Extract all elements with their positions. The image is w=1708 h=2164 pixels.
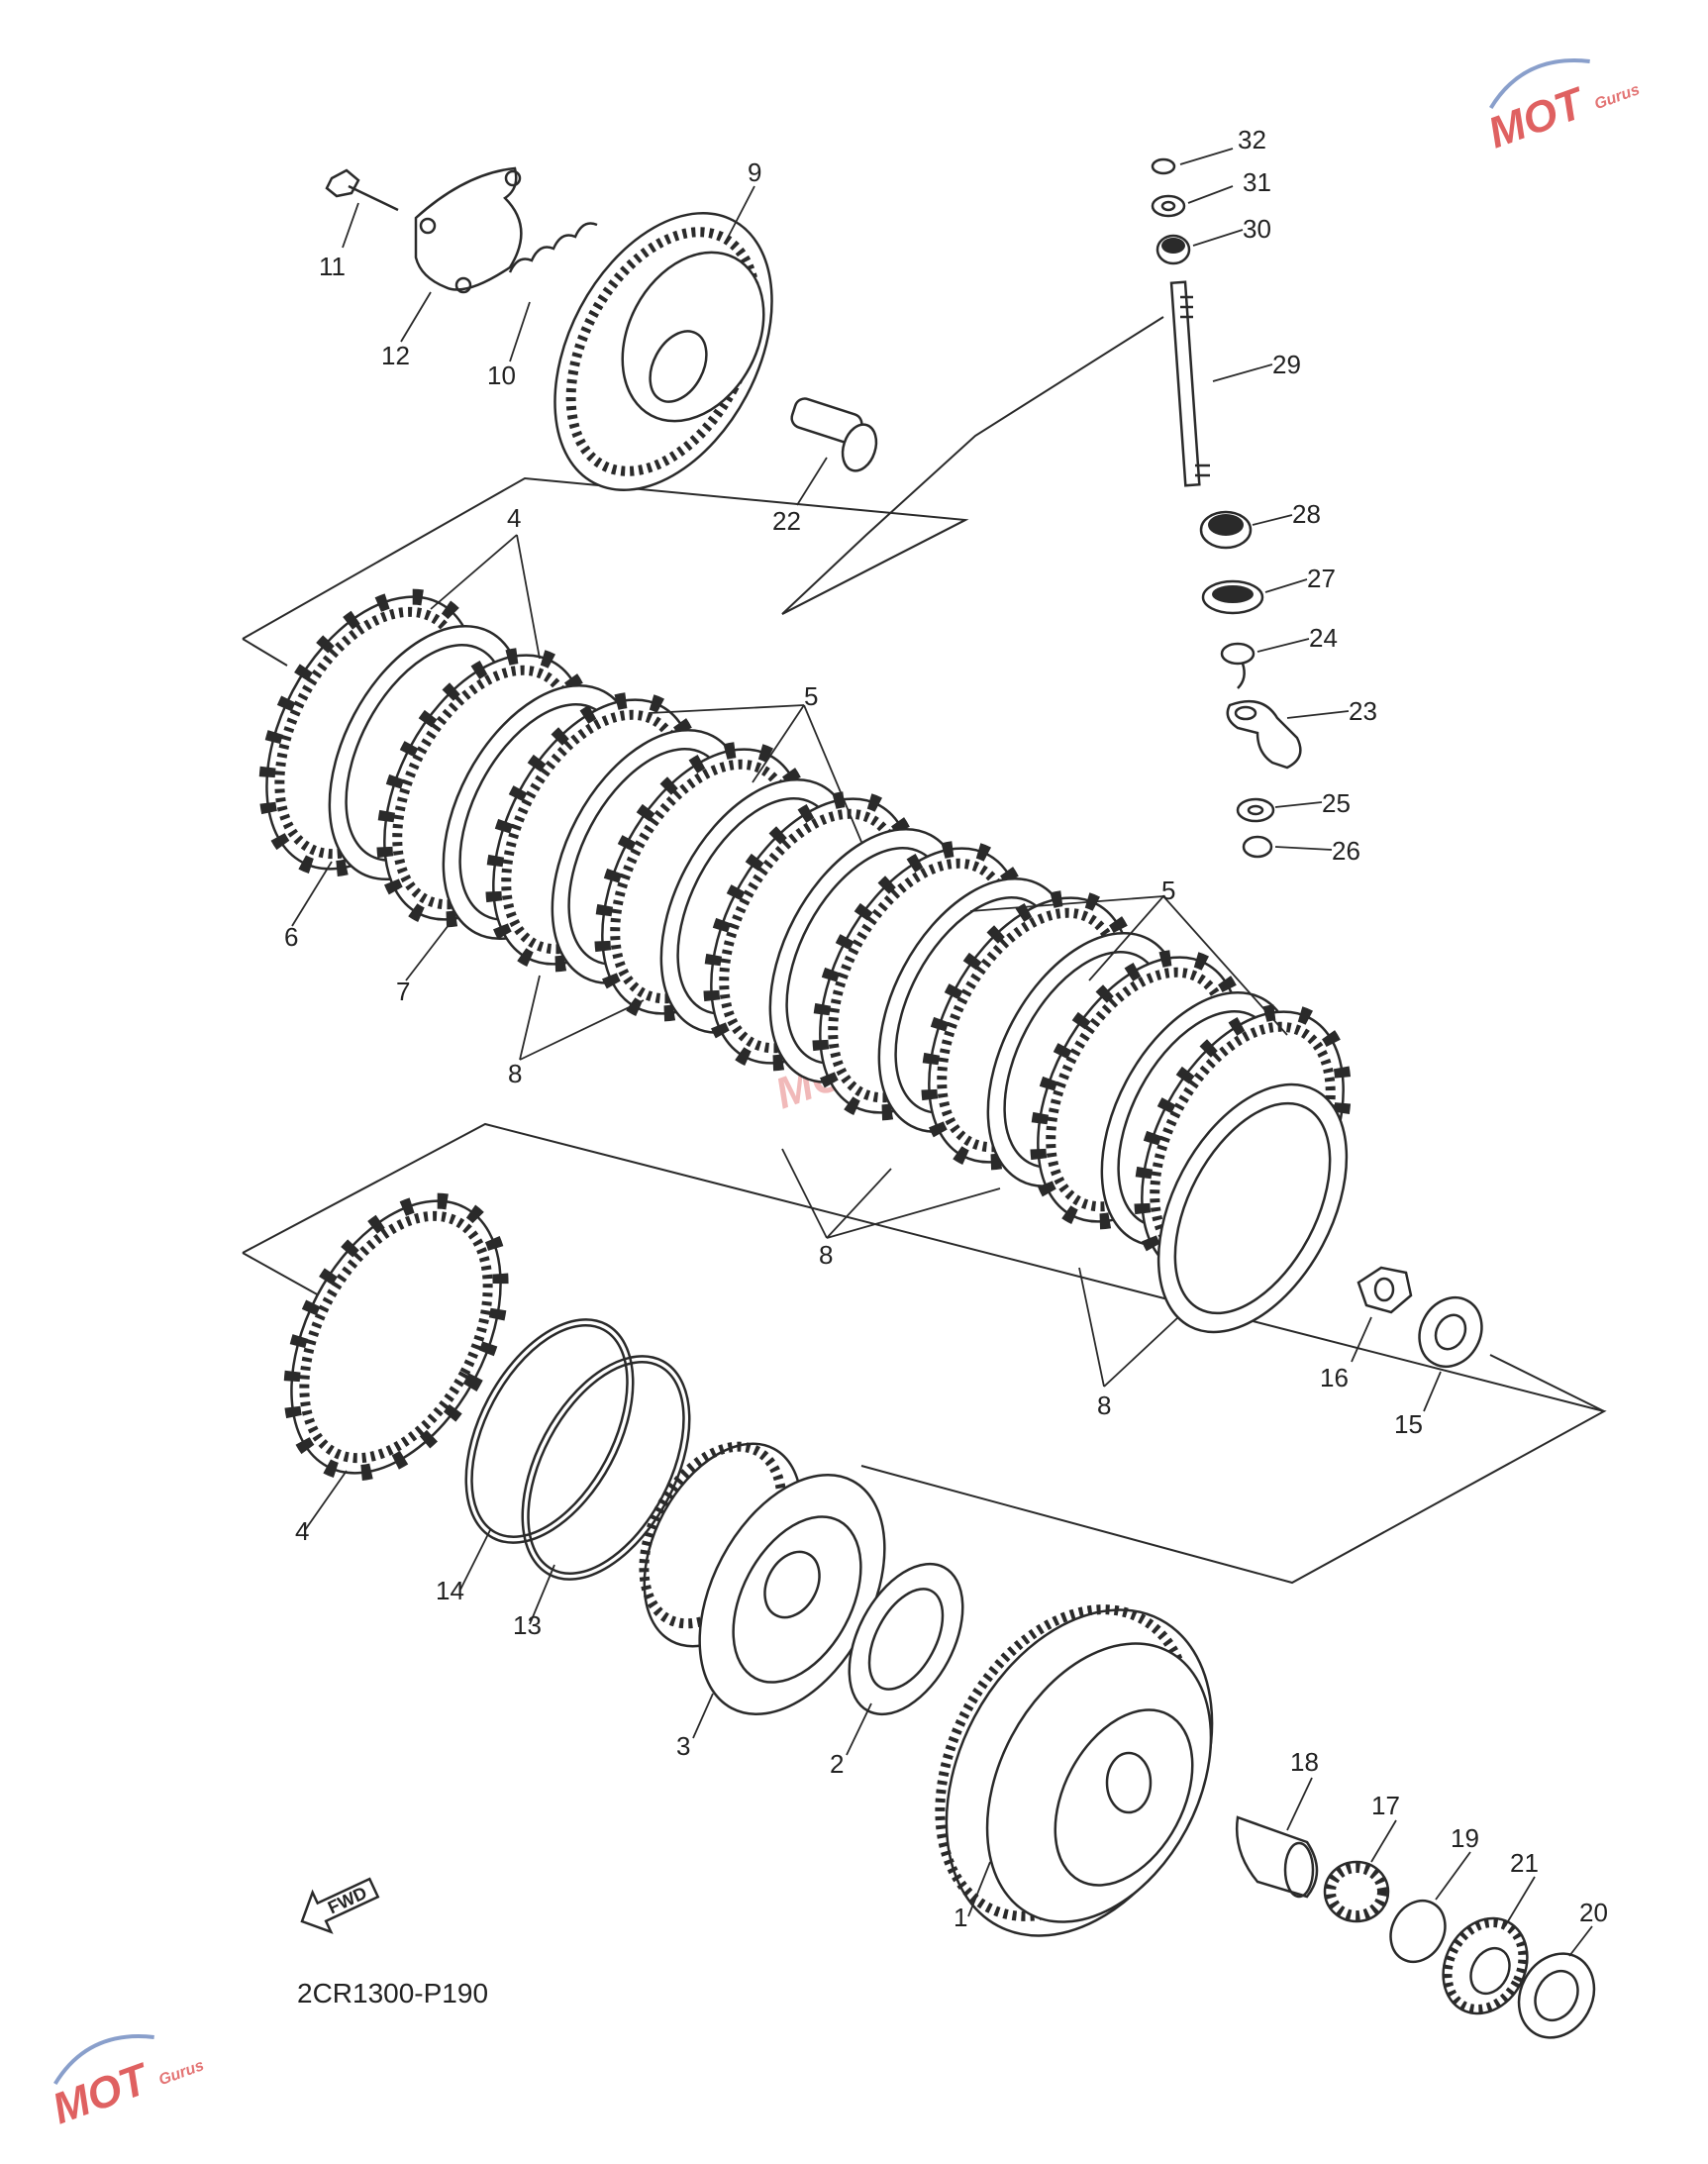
- part-3-clutch-boss: [639, 1441, 886, 1739]
- callout-label: 13: [513, 1610, 542, 1640]
- callout-label: 14: [436, 1576, 464, 1605]
- callout-label: 32: [1238, 125, 1266, 155]
- part-14-wire-ring: [459, 1318, 635, 1591]
- part-15-lock-washer: [1418, 1295, 1483, 1412]
- callout-label: 1: [954, 1903, 967, 1932]
- callout-label: 11: [319, 252, 346, 281]
- callout-label: 24: [1309, 623, 1338, 653]
- callout-label: 27: [1307, 564, 1336, 593]
- svg-text:MOT: MOT: [47, 2054, 157, 2134]
- callout-label: 20: [1579, 1898, 1608, 1927]
- part-1-primary-driven-gear-housing: [935, 1604, 1214, 1937]
- part-13-wire-ring: [521, 1355, 691, 1625]
- callout-label: 8: [1097, 1391, 1111, 1420]
- part-16-nut: [1351, 1266, 1413, 1363]
- watermark-logo-bottom: MOT Gurus: [47, 2034, 206, 2134]
- callout-label: 5: [1161, 876, 1175, 905]
- part-19-circlip: [1389, 1851, 1471, 1964]
- callout-label: 5: [804, 681, 818, 711]
- callout-label: 15: [1394, 1409, 1423, 1439]
- part-28-bearing: [1199, 510, 1293, 550]
- callout-label: 16: [1320, 1363, 1349, 1392]
- part-10-spring: [508, 222, 598, 362]
- part-9-pressure-plate: [553, 185, 773, 491]
- group-bracket-lines: [242, 316, 1607, 1585]
- part-20-washer: [1517, 1925, 1596, 2039]
- part-17-needle-bearing: [1323, 1819, 1397, 1923]
- callout-label: 2: [830, 1749, 844, 1779]
- callout-label: 28: [1292, 499, 1321, 529]
- callout-label: 29: [1272, 350, 1301, 379]
- callout-label: 4: [295, 1516, 309, 1546]
- callout-label: 19: [1451, 1823, 1479, 1853]
- callout-label: 7: [396, 977, 410, 1006]
- part-23-push-lever: [1226, 699, 1350, 770]
- part-26-circlip: [1242, 835, 1333, 859]
- part-32-nut: [1151, 148, 1234, 175]
- callout-label: 3: [676, 1731, 690, 1761]
- part-2-thrust-washer: [846, 1562, 964, 1756]
- part-12-spring-plate: [400, 166, 523, 343]
- callout-label: 23: [1349, 696, 1377, 726]
- callout-label: 9: [748, 157, 761, 187]
- part-29-push-lever-shaft: [1169, 280, 1273, 487]
- callout-label: 17: [1371, 1791, 1400, 1820]
- clutch-plate-stack: [258, 588, 1352, 1334]
- part-21-gear: [1442, 1876, 1536, 2015]
- callout-label: 12: [381, 341, 410, 370]
- part-24-spring: [1220, 638, 1310, 689]
- callout-label: 21: [1510, 1848, 1539, 1878]
- callout-label: 30: [1243, 214, 1271, 244]
- part-30-oil-seal: [1155, 229, 1244, 265]
- svg-text:Gurus: Gurus: [156, 2057, 206, 2089]
- callout-label: 31: [1243, 167, 1271, 197]
- callout-label: 4: [507, 503, 521, 533]
- watermark-logo-top: MOT Gurus: [1482, 58, 1642, 158]
- callout-label: 18: [1290, 1747, 1319, 1777]
- part-27-oil-seal: [1201, 578, 1308, 615]
- callout-label: 22: [772, 506, 801, 536]
- part-4-friction-plate-lower: [283, 1192, 509, 1531]
- callout-label: 8: [819, 1240, 833, 1270]
- callout-label: 8: [508, 1059, 522, 1088]
- part-22-push-rod: [790, 397, 878, 506]
- callout-label: 10: [487, 361, 516, 390]
- callout-label: 6: [284, 922, 298, 952]
- svg-text:MOT: MOT: [1482, 78, 1593, 158]
- svg-text:Gurus: Gurus: [1592, 81, 1642, 113]
- callout-label: 26: [1332, 836, 1360, 866]
- callout-label: 25: [1322, 788, 1351, 818]
- part-25-washer: [1236, 797, 1323, 823]
- part-31-washer: [1151, 185, 1234, 218]
- part-18-collar: [1236, 1777, 1319, 1899]
- stack-leader-lines: [291, 534, 1288, 1388]
- callout-labels: 1 2 3 4 4 5 5 6 7 8 8 8 9 10 11 12 13 14…: [284, 125, 1608, 1932]
- diagram-code: 2CR1300-P190: [297, 1978, 488, 2009]
- part-11-bolt: [325, 168, 399, 249]
- fwd-arrow-icon: FWD: [300, 1877, 380, 1934]
